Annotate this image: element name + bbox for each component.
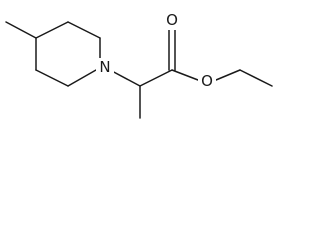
chemical-structure: N O O — [5, 10, 273, 119]
propanoate-chain — [109, 29, 273, 119]
bond-c4-methyl — [5, 21, 37, 39]
bond-ester-oxygen-ch2 — [215, 69, 241, 81]
bond-calpha-carbonyl — [139, 69, 173, 87]
nitrogen-label: N — [99, 58, 110, 76]
bond-c6-c5 — [35, 69, 69, 87]
atom-nitrogen: N — [96, 58, 114, 76]
atom-carbonyl-oxygen: O — [163, 10, 181, 30]
piperidine-ring — [35, 21, 101, 87]
ester-oxygen-label: O — [201, 72, 213, 90]
bond-ch2-ch3 — [239, 69, 273, 87]
bond-c4-c3 — [35, 21, 69, 39]
bond-n1-calpha — [109, 69, 141, 87]
atom-ester-oxygen: O — [198, 71, 216, 91]
methyl-substituent — [5, 21, 37, 39]
carbonyl-oxygen-label: O — [166, 11, 178, 29]
bond-n1-c6 — [67, 69, 97, 87]
bond-c3-c2 — [67, 21, 101, 39]
bond-carbonyl-ester-oxygen — [171, 69, 199, 81]
